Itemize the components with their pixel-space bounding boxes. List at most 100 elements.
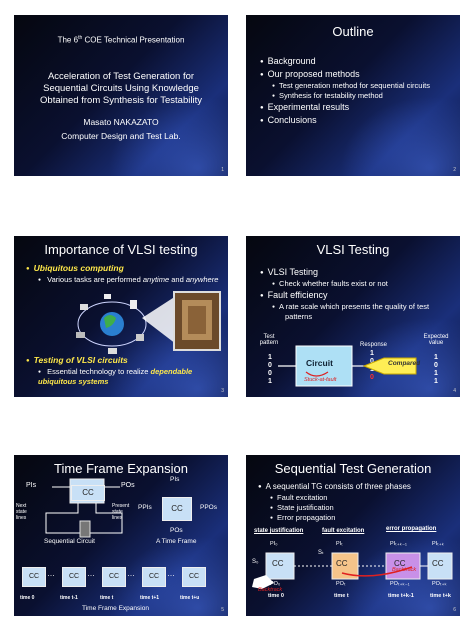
header-post: COE Technical Presentation	[84, 35, 185, 45]
sub2-pre: Essential technology to realize	[47, 367, 149, 376]
ubiquitous-illustration	[76, 291, 221, 354]
bullet-testing-vlsi: Testing of VLSI circuits	[26, 354, 228, 367]
slide-6[interactable]: Sequential Test Generation A sequential …	[246, 455, 460, 616]
outline-item: Background	[260, 55, 430, 68]
outline-item: Synthesis for testability method	[272, 91, 430, 101]
tg-cc-label: CC	[272, 559, 284, 568]
bit-value: 0	[370, 358, 374, 365]
frame-ellipsis: …	[87, 569, 95, 578]
tf-ppis: PPIs	[138, 504, 152, 511]
slide6-title: Sequential Test Generation	[274, 461, 432, 476]
frame-time-label: time t+1	[140, 595, 160, 601]
header-pre: The	[57, 35, 72, 45]
bit-value: 0	[268, 362, 272, 369]
seq-pis: PIs	[26, 482, 37, 489]
header-sup: th	[78, 35, 83, 41]
slide1-author: Masato NAKAZATO	[83, 117, 159, 127]
tf-pis: PIs	[170, 476, 180, 483]
tf-ppos: PPOs	[200, 504, 217, 511]
bit-value: 1	[434, 354, 438, 361]
seq-caption: Sequential Circuit	[44, 538, 95, 545]
bit-value: 1	[370, 350, 374, 357]
po-label: PO₀	[270, 581, 281, 587]
bit-value: 1	[268, 354, 272, 361]
tf-pos: POs	[170, 527, 183, 534]
frame-ellipsis: …	[167, 569, 175, 578]
expected-label: Expected value	[423, 334, 449, 346]
phase-fault-excitation: Fault excitation	[270, 493, 411, 503]
page-number: 1	[221, 167, 224, 173]
phase-error-propagation: Error propagation	[270, 513, 411, 523]
response-label: Response	[360, 342, 388, 348]
outline-list: BackgroundOur proposed methodsTest gener…	[260, 55, 430, 127]
tg-time-label: time t+k-1	[388, 593, 414, 599]
frame-cc-box: CC	[22, 567, 46, 587]
page-number: 5	[221, 607, 224, 613]
bit-value: 1	[434, 378, 438, 385]
slide-2[interactable]: Outline BackgroundOur proposed methodsTe…	[246, 15, 460, 176]
pi-label: PIₜ₊ₖ	[432, 541, 445, 547]
label-state-justification: state justification	[254, 528, 304, 534]
slide4-title: VLSI Testing	[316, 242, 390, 257]
slide1-title: Acceleration of Test Generation for Sequ…	[14, 71, 228, 107]
header-num: 6	[73, 35, 79, 45]
sub1-anywhere: anywhere	[185, 275, 219, 284]
po-label: POₜ₊ₖ	[432, 581, 447, 587]
frame-time-label: time t+u	[180, 595, 200, 601]
slide3-bullets-top: Ubiquitous computing Various tasks are p…	[26, 262, 223, 285]
slide-3[interactable]: Importance of VLSI testing Ubiquitous co…	[14, 236, 228, 397]
label-error-propagation: error propagation	[386, 526, 437, 532]
label-fault-excitation: fault excitation	[322, 528, 365, 534]
slide3-bullets-bottom: Testing of VLSI circuits Essential techn…	[26, 354, 228, 387]
sub1-anytime: anytime	[142, 275, 170, 284]
outline-item: Conclusions	[260, 114, 430, 127]
frame-time-label: time t-1	[60, 595, 78, 601]
slide6-bullets: A sequential TG consists of three phases…	[258, 481, 411, 523]
frame-time-label: time t	[100, 595, 114, 601]
seq-pos: POs	[121, 482, 135, 489]
pi-label: PI₀	[270, 541, 278, 547]
tg-cc-label: CC	[432, 559, 444, 568]
slide2-title: Outline	[332, 24, 374, 39]
st-label: Sₜ	[318, 550, 324, 556]
bullet-three-phases: A sequential TG consists of three phases	[258, 481, 411, 493]
test-pattern-label: Test pattern	[259, 334, 279, 346]
sequential-tg-diagram	[252, 552, 453, 589]
outline-item: Test generation method for sequential ci…	[272, 81, 430, 91]
slide-1[interactable]: The 6th COE Technical Presentation Accel…	[14, 15, 228, 176]
circuit-diagram	[278, 345, 417, 387]
po-label: POₜ₊ₖ₋₁	[390, 581, 410, 587]
bit-value: 1	[434, 370, 438, 377]
compared-label: Compared	[388, 360, 421, 367]
sub-patterns: patterns	[285, 312, 313, 321]
frame-time-label: time 0	[20, 595, 35, 601]
slide4-bullets: VLSI Testing Check whether faults exist …	[260, 266, 430, 322]
outline-item: Experimental results	[260, 101, 430, 114]
bit-value: 1	[268, 378, 272, 385]
sub1-and: and	[171, 275, 184, 284]
slide-5[interactable]: Time Frame Expansion CC PIs POs Next sta…	[14, 455, 228, 616]
outline-item: Our proposed methods	[260, 68, 430, 81]
pi-label: PIₜ	[336, 541, 343, 547]
sub-rate-scale: A rate scale which presents the quality …	[272, 302, 429, 312]
tg-cc-label: CC	[336, 559, 348, 568]
frame-ellipsis: …	[47, 569, 55, 578]
tf-caption: A Time Frame	[156, 538, 197, 545]
slide3-title: Importance of VLSI testing	[44, 242, 198, 257]
sub1-pre: Various tasks are performed	[47, 275, 141, 284]
backtrack-label: Backtrack	[258, 587, 283, 593]
next-state-lines: Next state lines	[16, 503, 27, 521]
bullet-ubiquitous: Ubiquitous computing	[26, 262, 223, 275]
bullet-vlsi-testing: VLSI Testing	[260, 266, 429, 279]
page-number: 4	[453, 388, 456, 394]
page-number: 6	[453, 607, 456, 613]
backtrack-label: Backtrack	[392, 567, 417, 573]
slide-4[interactable]: VLSI Testing VLSI Testing Check whether …	[246, 236, 460, 397]
slide5-title: Time Frame Expansion	[54, 461, 188, 476]
po-label: POₜ	[336, 581, 346, 587]
title-line-1: Acceleration of Test Generation for	[47, 71, 195, 82]
tg-time-label: time 0	[268, 593, 284, 599]
slide1-header: The 6th COE Technical Presentation	[14, 35, 228, 45]
frame-ellipsis: …	[127, 569, 135, 578]
